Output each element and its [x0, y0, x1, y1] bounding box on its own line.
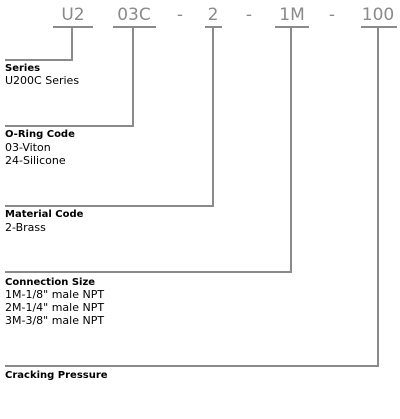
leader-oring [5, 27, 134, 127]
leader-cracking-pressure [5, 27, 379, 367]
section-line: 2M-1/4" male NPT [5, 301, 105, 314]
code-material: 2 [207, 5, 219, 25]
leader-connection [5, 27, 292, 273]
section-title-material: Material Code [5, 209, 84, 220]
leader-material [5, 27, 214, 207]
section-title-connection: Connection Size [5, 277, 96, 288]
section-line: 24-Silicone [5, 154, 66, 167]
section-line: U200C Series [5, 74, 80, 87]
section-line: 3M-3/8" male NPT [5, 314, 105, 327]
code-oring: 03C [117, 5, 151, 25]
separator-dash: - [328, 5, 336, 25]
leader-series [5, 27, 73, 61]
section-line: 1M-1/8" male NPT [5, 288, 105, 301]
section-line: 03-Viton [5, 141, 51, 154]
section-line: 2-Brass [5, 221, 46, 234]
section-title-series: Series [5, 63, 41, 74]
code-cracking-pressure: 100 [361, 5, 395, 25]
separator-dash: - [245, 5, 253, 25]
section-title-oring: O-Ring Code [5, 129, 75, 140]
section-title-cracking-pressure: Cracking Pressure [5, 370, 108, 381]
code-series: U2 [61, 5, 85, 25]
separator-dash: - [176, 5, 184, 25]
code-connection: 1M [279, 5, 305, 25]
